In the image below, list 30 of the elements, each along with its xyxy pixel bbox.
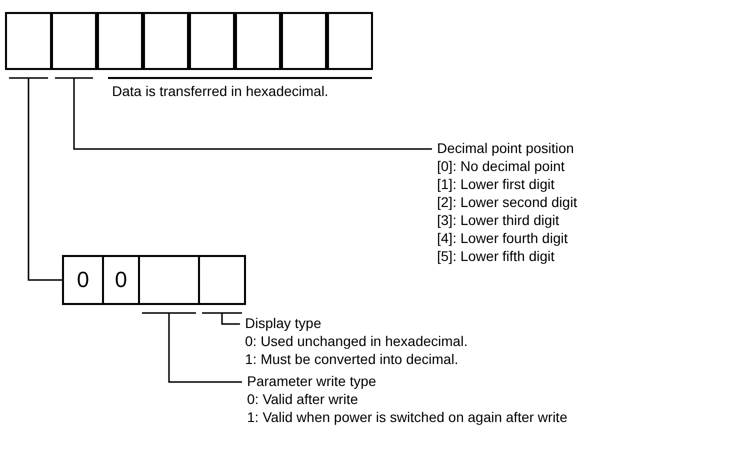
leader-line	[8, 77, 63, 281]
digit-cell	[97, 12, 143, 70]
digit-cell	[189, 12, 235, 70]
value-description: [1]: Lower first digit	[437, 175, 554, 193]
value-description: 0: Valid after write	[247, 390, 358, 408]
digit-cell	[281, 12, 327, 70]
digit-cell	[327, 12, 373, 70]
field-heading: Display type	[245, 314, 322, 332]
leader-line	[141, 312, 243, 383]
digit-cell	[198, 255, 246, 305]
field-heading: Parameter write type	[247, 372, 376, 390]
digit-cell	[51, 12, 97, 70]
value-description: 1: Must be converted into decimal.	[245, 350, 458, 368]
digit-cell: 0	[62, 255, 104, 305]
leader-line	[201, 312, 243, 325]
digit-cell	[143, 12, 189, 70]
value-description: [5]: Lower fifth digit	[437, 247, 555, 265]
value-description: [4]: Lower fourth digit	[437, 229, 568, 247]
value-description: [2]: Lower second digit	[437, 193, 578, 211]
leader-line	[54, 77, 433, 150]
value-description: [0]: No decimal point	[437, 157, 565, 175]
value-description: [3]: Lower third digit	[437, 211, 560, 229]
digit-cell: 0	[102, 255, 140, 305]
digit-cell	[138, 255, 200, 305]
value-description: 1: Valid when power is switched on again after write	[247, 408, 568, 426]
digit-cell	[5, 12, 52, 70]
note-text: Data is transferred in hexadecimal.	[112, 83, 328, 99]
value-description: 0: Used unchanged in hexadecimal.	[245, 332, 468, 350]
digit-cell	[235, 12, 281, 70]
field-heading: Decimal point position	[437, 139, 574, 157]
